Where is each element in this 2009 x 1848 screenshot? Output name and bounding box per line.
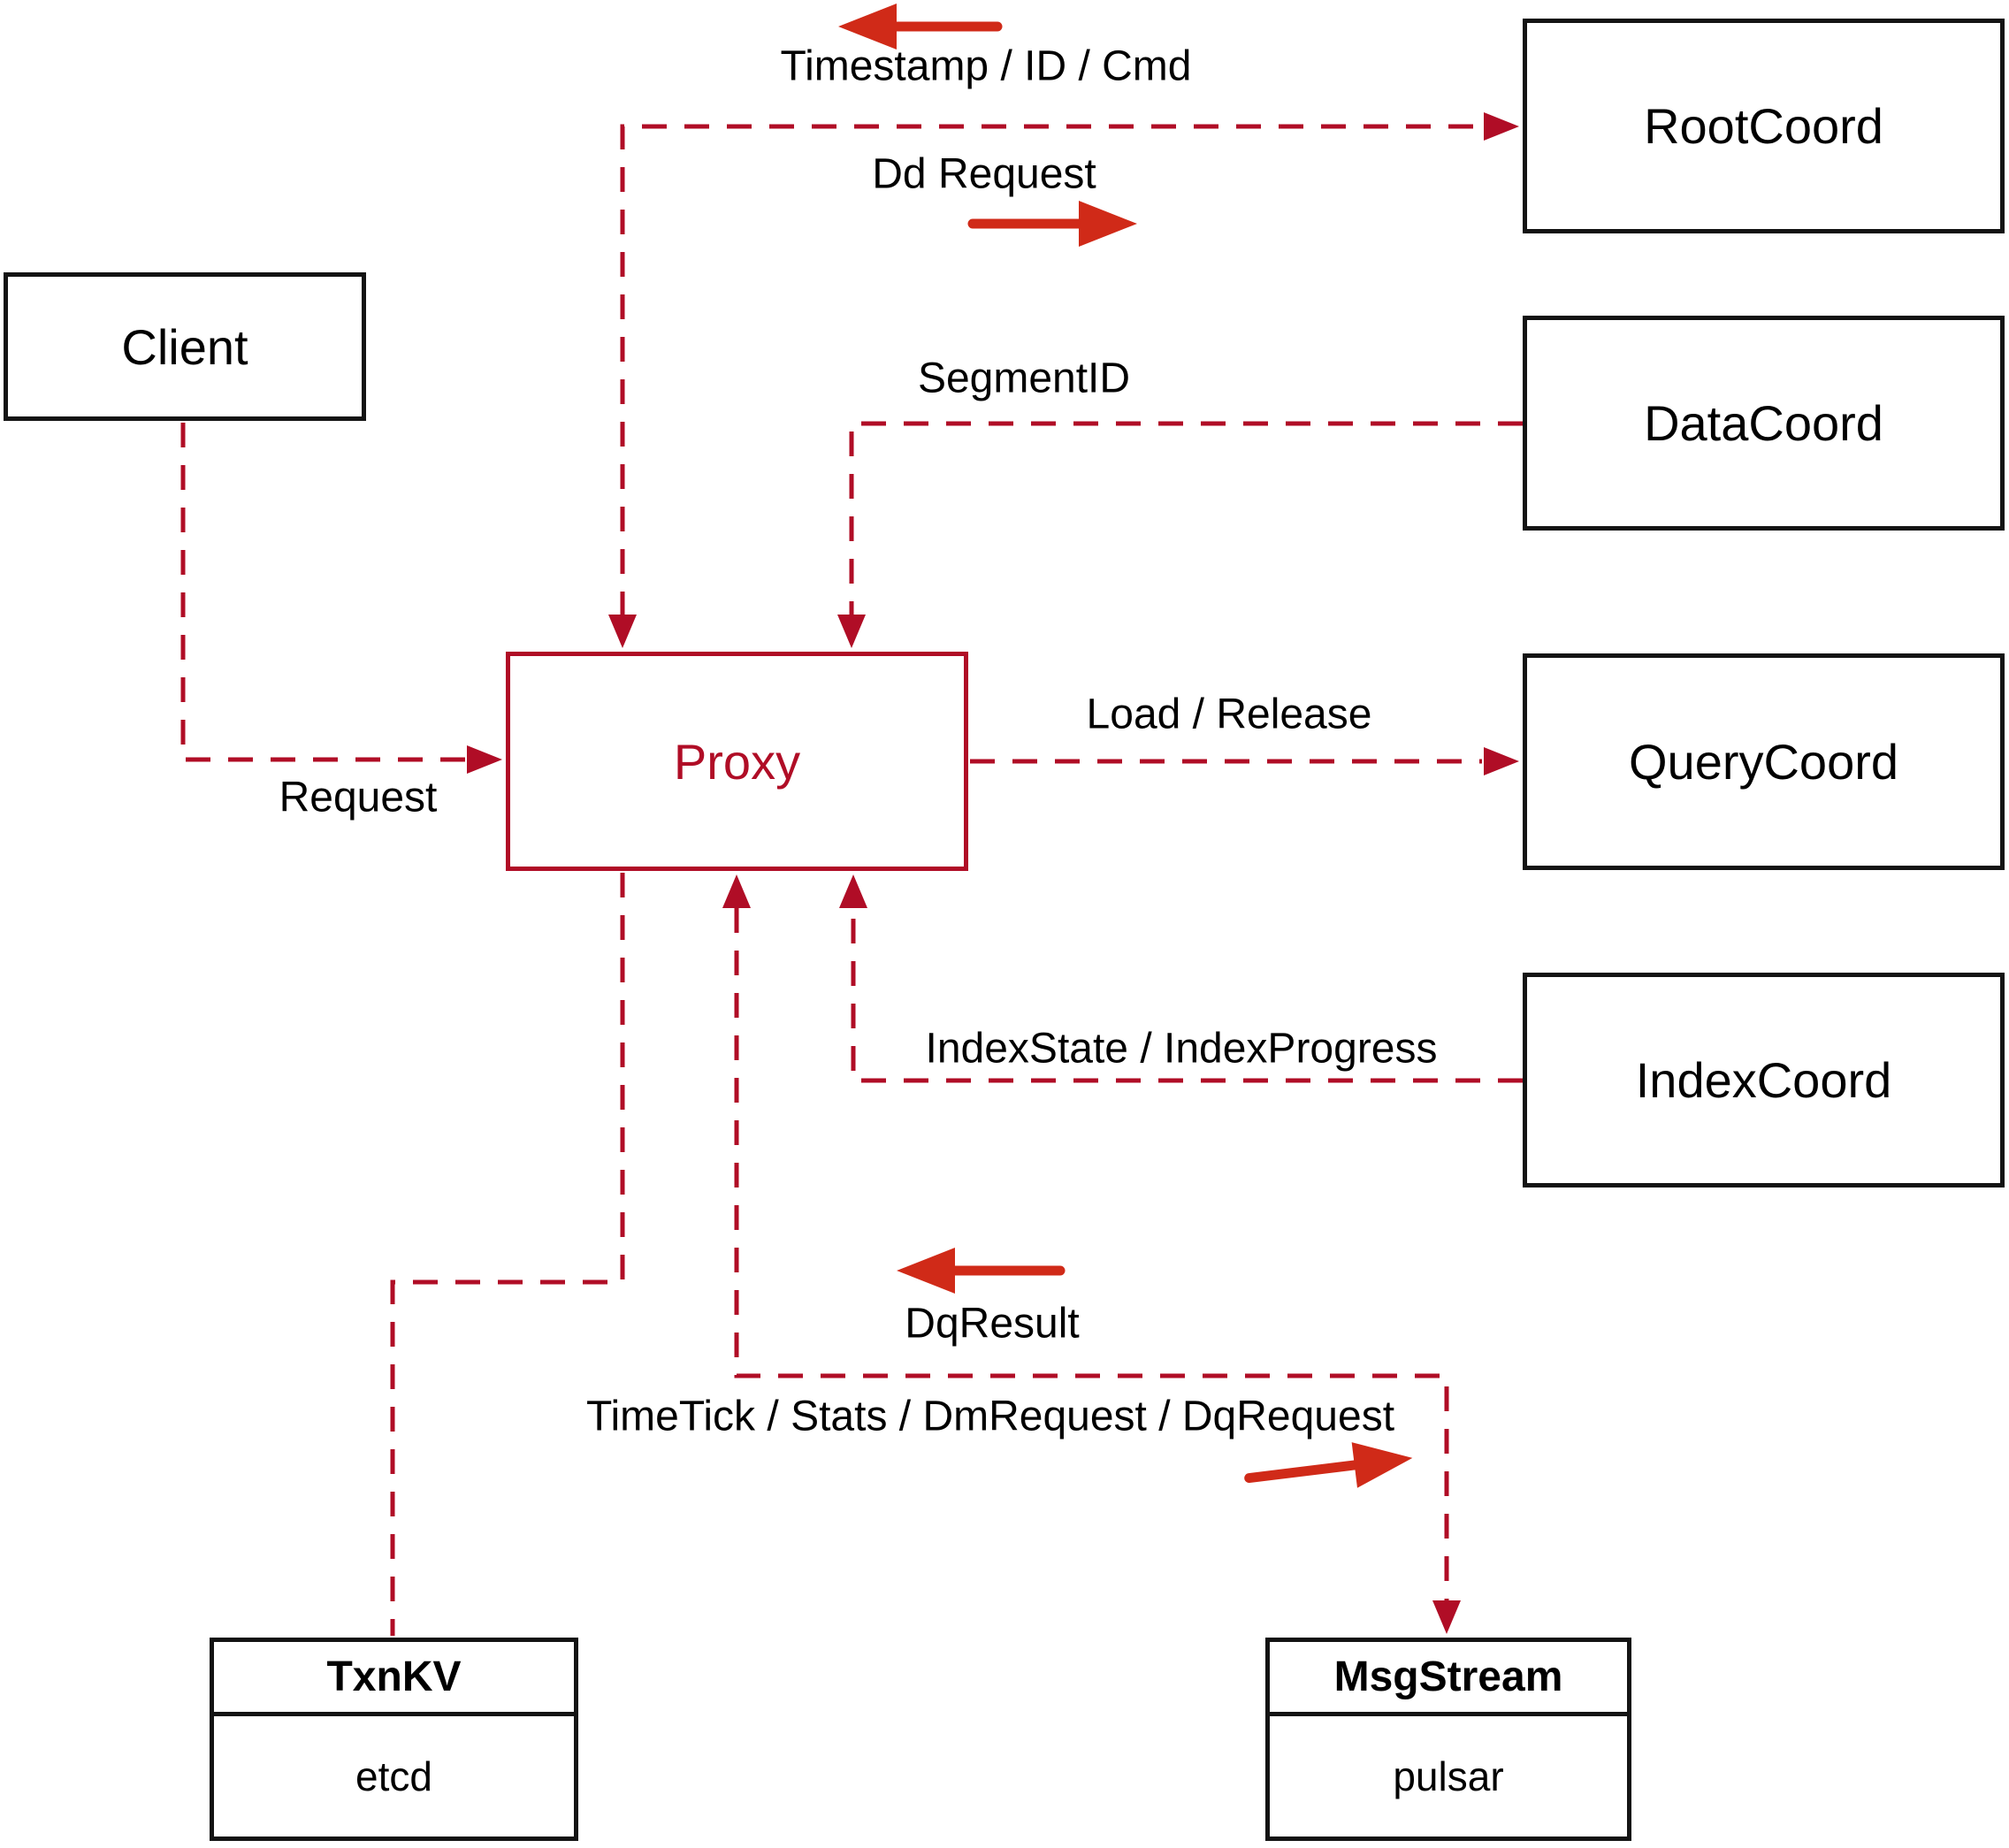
node-msgstream-impl: pulsar xyxy=(1393,1753,1504,1799)
arrowhead-into-proxy-top-datacoord-icon xyxy=(837,615,866,648)
node-datacoord: DataCoord xyxy=(1523,316,2005,531)
direction-arrow-right-time-tick-icon xyxy=(1244,1442,1413,1488)
node-datacoord-label: DataCoord xyxy=(1644,395,1883,451)
arrowhead-into-proxy-bottom-indexcoord-icon xyxy=(839,874,867,908)
arrowhead-into-msgstream-icon xyxy=(1432,1600,1461,1634)
edge-proxy-txnkv xyxy=(390,873,625,1636)
node-indexcoord-label: IndexCoord xyxy=(1635,1052,1892,1108)
arrowhead-into-querycoord-icon xyxy=(1484,747,1519,775)
edge-label-timestamp: Timestamp / ID / Cmd xyxy=(780,42,1192,90)
node-txnkv: TxnKV etcd xyxy=(210,1638,578,1841)
node-txnkv-title: TxnKV xyxy=(214,1642,574,1716)
arrowhead-into-proxy-left-icon xyxy=(467,745,502,774)
node-indexcoord: IndexCoord xyxy=(1523,973,2005,1187)
edge-datacoord-proxy xyxy=(849,421,1523,616)
direction-arrow-left-dq-result-icon xyxy=(897,1248,1066,1294)
node-client-label: Client xyxy=(121,318,248,375)
edge-label-index-state: IndexState / IndexProgress xyxy=(925,1025,1438,1073)
edge-proxy-msgstream xyxy=(734,908,1449,1600)
node-rootcoord: RootCoord xyxy=(1523,19,2005,233)
edge-client-proxy xyxy=(180,423,467,762)
direction-arrow-right-dd-request-icon xyxy=(967,201,1137,247)
node-msgstream-title: MsgStream xyxy=(1270,1642,1627,1716)
node-proxy-label: Proxy xyxy=(673,733,801,790)
node-proxy: Proxy xyxy=(506,652,968,871)
edge-label-segment-id: SegmentID xyxy=(917,355,1131,402)
edge-indexcoord-proxy xyxy=(851,908,1523,1083)
edge-proxy-rootcoord xyxy=(620,124,1482,616)
node-msgstream: MsgStream pulsar xyxy=(1265,1638,1631,1841)
edge-label-time-tick: TimeTick / Stats / DmRequest / DqRequest xyxy=(585,1393,1395,1440)
edge-label-dd-request: Dd Request xyxy=(872,150,1096,198)
arrowhead-into-rootcoord-icon xyxy=(1484,112,1519,141)
node-querycoord-label: QueryCoord xyxy=(1628,734,1899,790)
arrowhead-into-proxy-bottom-msgstream-icon xyxy=(722,874,751,908)
edge-label-request: Request xyxy=(279,774,438,821)
node-client: Client xyxy=(4,272,366,421)
direction-arrow-left-timestamp-icon xyxy=(838,4,1003,50)
node-querycoord: QueryCoord xyxy=(1523,653,2005,870)
edge-label-load-release: Load / Release xyxy=(1086,691,1372,738)
arrowhead-into-proxy-top-rootcoord-icon xyxy=(608,615,637,648)
edge-label-dq-result: DqResult xyxy=(905,1300,1080,1348)
node-rootcoord-label: RootCoord xyxy=(1644,98,1883,154)
node-txnkv-impl: etcd xyxy=(355,1753,432,1799)
